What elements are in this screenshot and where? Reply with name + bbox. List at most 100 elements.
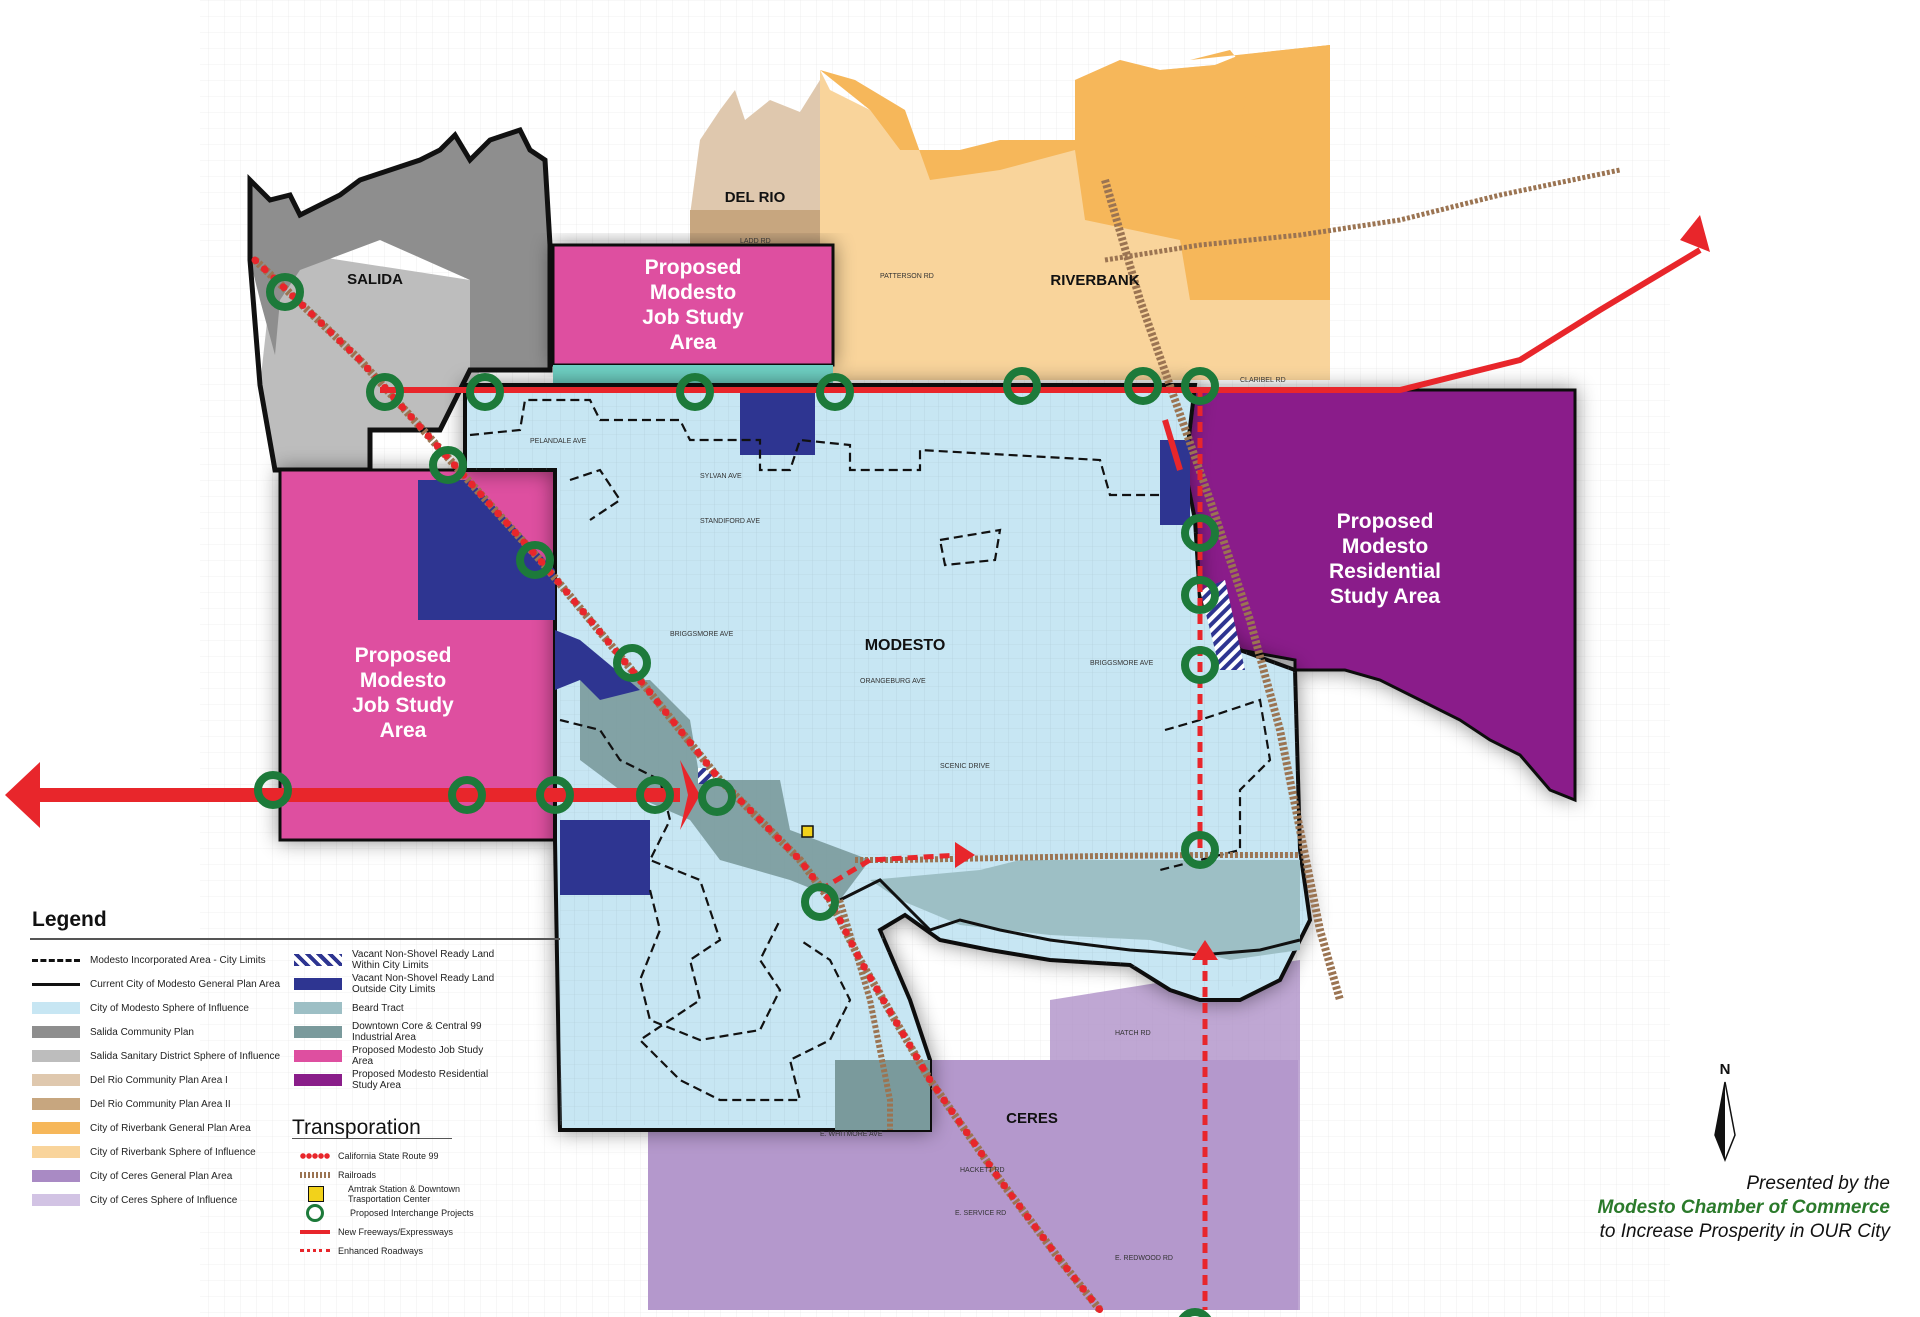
interchange: [366, 373, 404, 411]
legend-item: Vacant Non-Shovel Ready Land Outside Cit…: [294, 972, 502, 996]
legend-item-label: Vacant Non-Shovel Ready Land Within City…: [352, 949, 495, 971]
road-label: SCENIC DRIVE: [940, 763, 990, 770]
legend-item-label: Vacant Non-Shovel Ready Land Outside Cit…: [352, 973, 495, 995]
legend-swatch: [294, 1002, 342, 1014]
freeway-north: [380, 247, 1702, 393]
interchange: [516, 541, 554, 579]
legend-swatch: [32, 958, 80, 962]
enhanced-east-west: [818, 852, 961, 893]
vacant-parcel-north: [740, 390, 815, 455]
legend-divider: [30, 938, 560, 940]
transport-item-label: Enhanced Roadways: [338, 1245, 424, 1256]
legend-swatch: [32, 982, 80, 986]
label-modesto: MODESTO: [865, 637, 946, 654]
interchange: [1181, 576, 1219, 614]
transport-item-label: Railroads: [338, 1169, 377, 1180]
river-line: [839, 878, 1301, 957]
legend-item: Salida Community Plan: [32, 1020, 280, 1044]
legend-swatch: [294, 1050, 342, 1062]
legend-item: City of Modesto Sphere of Influence: [32, 996, 280, 1020]
svg-text:Proposed: Proposed: [355, 644, 452, 667]
interchange: [466, 373, 504, 411]
transport-legend-item: Proposed Interchange Projects: [300, 1203, 508, 1222]
legend-item: City of Riverbank Sphere of Influence: [32, 1140, 280, 1164]
legend-title: Legend: [32, 908, 107, 931]
transport-legend-item: Enhanced Roadways: [300, 1241, 508, 1260]
legend-item: Beard Tract: [294, 996, 502, 1020]
legend-item-label: Beard Tract: [352, 1002, 404, 1014]
label-job-study-west: Proposed Modesto Job Study Area: [352, 644, 454, 742]
road-label: E. REDWOOD RD: [1115, 1255, 1173, 1262]
interchange: [536, 776, 574, 814]
svg-text:Modesto: Modesto: [360, 669, 446, 692]
road-label: PELANDALE AVE: [530, 438, 587, 445]
svg-text:Modesto: Modesto: [1342, 535, 1428, 558]
legend-item-label: Salida Community Plan: [90, 1026, 194, 1038]
transport-item-label: California State Route 99: [338, 1150, 439, 1161]
legend-item-label: City of Riverbank General Plan Area: [90, 1122, 251, 1134]
legend-item: Modesto Incorporated Area - City Limits: [32, 948, 280, 972]
interchange: [254, 771, 292, 809]
legend-item-label: Del Rio Community Plan Area II: [90, 1098, 231, 1110]
salida-plan-area: [250, 130, 550, 370]
del-rio-area-1: [690, 80, 820, 240]
legend-panel: Legend Modesto Incorporated Area - City …: [22, 908, 560, 1256]
legend-item-label: Current City of Modesto General Plan Are…: [90, 978, 281, 990]
legend-swatch: [32, 1194, 80, 1206]
road-label: E. SERVICE RD: [955, 1210, 1006, 1217]
job-study-area-north: [551, 243, 835, 367]
credit-line-1: Presented by the: [1746, 1173, 1890, 1194]
legend-item: Downtown Core & Central 99 Industrial Ar…: [294, 1020, 502, 1044]
amtrak-station-icon: [801, 825, 814, 838]
legend-item-label: Proposed Modesto Job Study Area: [352, 1045, 484, 1067]
interchange: [1181, 646, 1219, 684]
svg-text:Proposed: Proposed: [645, 256, 742, 279]
legend-item-label: City of Modesto Sphere of Influence: [90, 1002, 249, 1014]
legend-swatch: [32, 1170, 80, 1182]
del-rio-area-2: [690, 210, 820, 245]
legend-item-label: City of Ceres Sphere of Influence: [90, 1194, 238, 1206]
credit-block: Presented by the Modesto Chamber of Comm…: [1598, 1172, 1890, 1244]
salida-sanitary-area: [260, 250, 480, 470]
label-job-study-north: Proposed Modesto Job Study Area: [642, 256, 744, 354]
railroad-main: [1101, 178, 1344, 1002]
interchange: [1181, 367, 1219, 405]
road-label: HATCH RD: [1115, 1030, 1151, 1037]
road-label: E. WHITMORE AVE: [820, 1131, 883, 1138]
road-label: BRIGGSMORE AVE: [670, 631, 734, 638]
transport-legend-item: California State Route 99: [300, 1146, 508, 1165]
sr99-icon: [300, 1148, 330, 1163]
interchange: [1124, 367, 1162, 405]
enhanced-arrow-right: [955, 842, 975, 868]
freeway-riverbank-link: [1162, 419, 1183, 471]
road-label: HACKETT RD: [960, 1167, 1005, 1174]
legend-item: City of Ceres General Plan Area: [32, 1164, 280, 1188]
svg-text:Proposed: Proposed: [1337, 510, 1434, 533]
amtrak-icon: [308, 1185, 324, 1202]
transport-item-label: New Freeways/Expressways: [338, 1226, 454, 1237]
svg-text:Area: Area: [670, 331, 717, 354]
interchange: [636, 776, 674, 814]
label-del-rio: DEL RIO: [725, 189, 786, 206]
interchange: [448, 776, 486, 814]
riverbank-east-lobe: [1190, 45, 1330, 160]
vacant-parcel-southwest: [555, 630, 640, 700]
interchange: [698, 778, 736, 816]
svg-text:Modesto: Modesto: [650, 281, 736, 304]
road-label: CLARIBEL RD: [1240, 377, 1286, 384]
transport-legend-title: Transporation: [292, 1116, 421, 1139]
legend-item: Proposed Modesto Job Study Area: [294, 1044, 502, 1068]
north-arrow-icon: N: [1714, 1061, 1736, 1163]
ring-icon: [306, 1203, 324, 1222]
svg-text:Area: Area: [380, 719, 427, 742]
downtown-core-area: [580, 680, 870, 900]
legend-swatch: [294, 954, 342, 966]
interchange: [613, 644, 651, 682]
city-limits-dashed: [469, 398, 1272, 1102]
legend-item: Current City of Modesto General Plan Are…: [32, 972, 280, 996]
svg-text:Residential: Residential: [1329, 560, 1441, 583]
freeway-west-arrow-east: [680, 760, 700, 830]
